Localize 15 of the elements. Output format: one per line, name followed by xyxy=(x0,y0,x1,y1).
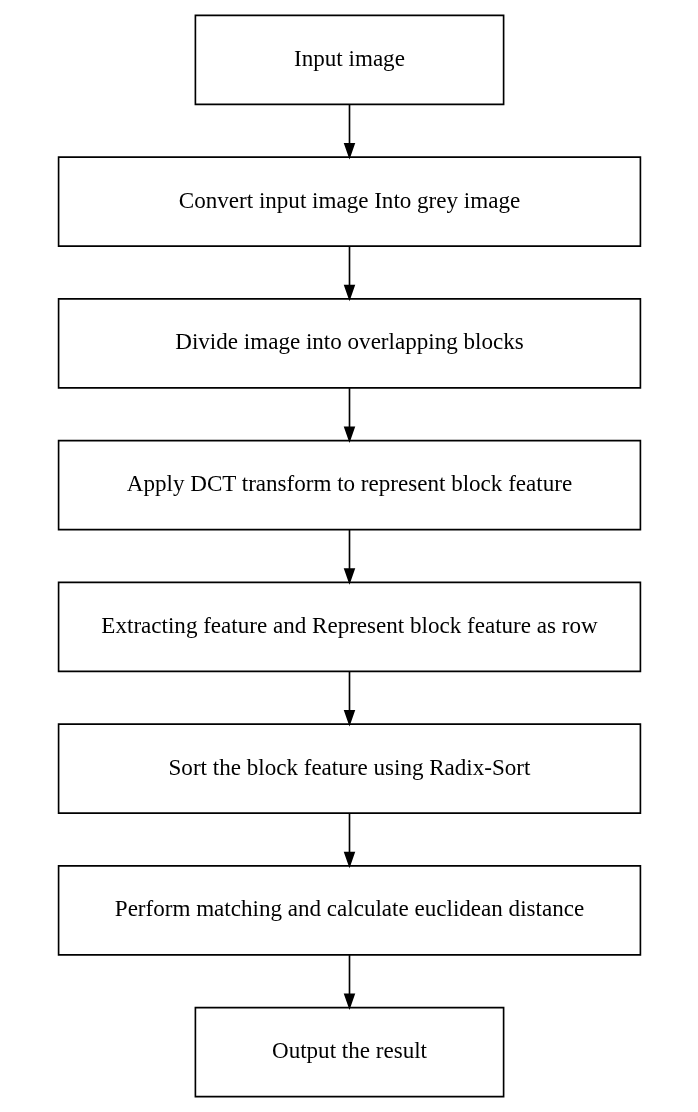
node-box: Divide image into overlapping blocks xyxy=(57,298,641,389)
arrow xyxy=(343,387,355,443)
arrow xyxy=(343,954,355,1010)
arrow xyxy=(343,670,355,727)
node-box: Sort the block feature using Radix-Sort xyxy=(57,723,641,814)
arrow xyxy=(343,245,355,302)
node-box: Apply DCT transform to represent block feature xyxy=(57,439,641,531)
arrow xyxy=(343,529,355,585)
node-box: Extracting feature and Represent block feature as row xyxy=(57,581,641,673)
node-box: Input image xyxy=(194,14,504,106)
arrow xyxy=(343,812,355,869)
node-box: Perform matching and calculate euclidean distance xyxy=(57,865,641,956)
node-box: Convert input image Into grey image xyxy=(57,156,641,247)
node-box: Output the result xyxy=(194,1006,504,1098)
arrow xyxy=(343,103,355,160)
